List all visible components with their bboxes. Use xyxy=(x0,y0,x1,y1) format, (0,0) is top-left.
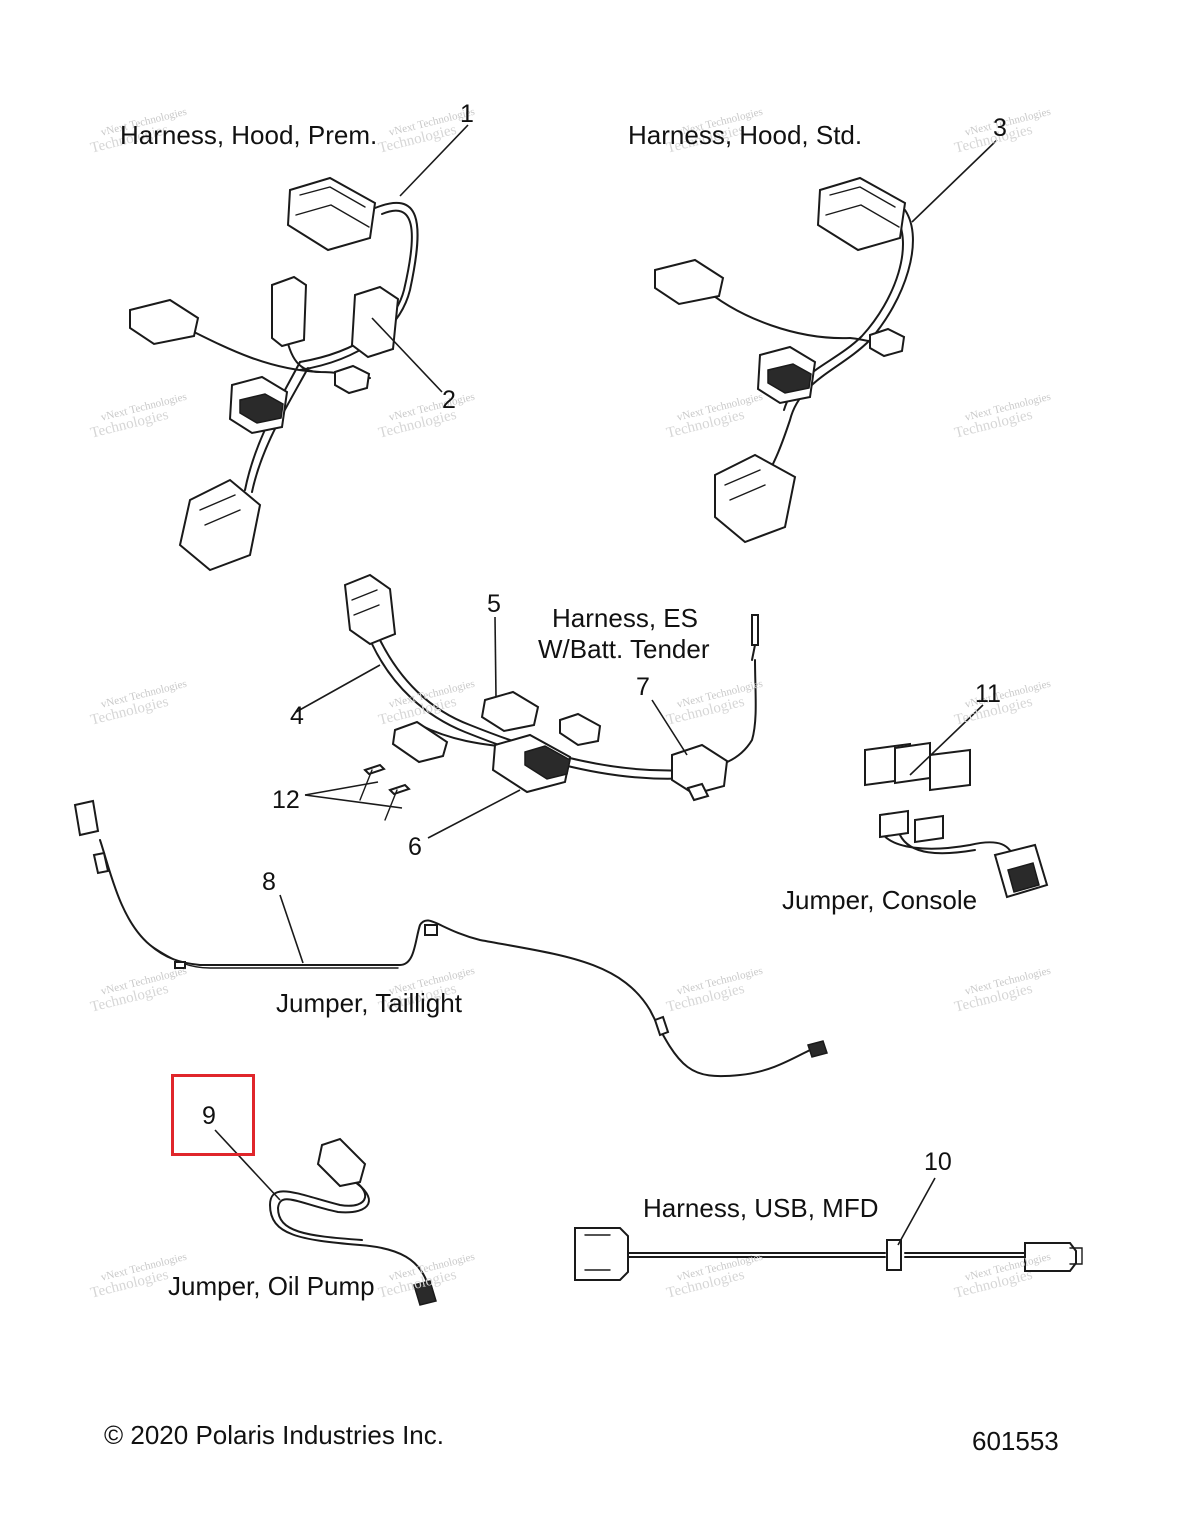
callout-highlight-box xyxy=(171,1074,255,1156)
callout-2[interactable]: 2 xyxy=(442,386,456,414)
title-es-line2: W/Batt. Tender xyxy=(538,634,710,664)
callout-4[interactable]: 4 xyxy=(290,702,304,730)
copyright-text: © 2020 Polaris Industries Inc. xyxy=(104,1420,444,1450)
callout-7[interactable]: 7 xyxy=(636,673,650,701)
title-es-line1: Harness, ES xyxy=(552,603,698,633)
console-jumper-drawing xyxy=(864,741,1049,899)
title-taillight: Jumper, Taillight xyxy=(276,988,462,1018)
callout-11[interactable]: 11 xyxy=(975,680,1001,708)
callout-12[interactable]: 12 xyxy=(272,786,300,814)
hood-std-harness-drawing xyxy=(654,176,914,544)
es-harness-drawing xyxy=(343,573,759,821)
callout-9[interactable]: 9 xyxy=(202,1102,216,1130)
title-usb: Harness, USB, MFD xyxy=(643,1193,879,1223)
leader-lines xyxy=(214,124,998,1246)
callout-6[interactable]: 6 xyxy=(408,833,422,861)
diagram-id: 601553 xyxy=(972,1426,1059,1456)
taillight-jumper-drawing xyxy=(73,799,828,1078)
callout-5[interactable]: 5 xyxy=(487,590,501,618)
callout-1[interactable]: 1 xyxy=(460,100,474,128)
callout-3[interactable]: 3 xyxy=(993,114,1007,142)
callout-10[interactable]: 10 xyxy=(924,1148,952,1176)
oil-pump-jumper-drawing xyxy=(269,1137,437,1306)
hood-prem-harness-drawing xyxy=(129,176,419,572)
title-hood-std: Harness, Hood, Std. xyxy=(628,120,863,150)
usb-harness-drawing xyxy=(574,1227,1083,1281)
callout-8[interactable]: 8 xyxy=(262,868,276,896)
title-hood-prem: Harness, Hood, Prem. xyxy=(120,120,378,150)
title-console: Jumper, Console xyxy=(782,885,978,915)
title-oil-pump: Jumper, Oil Pump xyxy=(168,1271,375,1301)
